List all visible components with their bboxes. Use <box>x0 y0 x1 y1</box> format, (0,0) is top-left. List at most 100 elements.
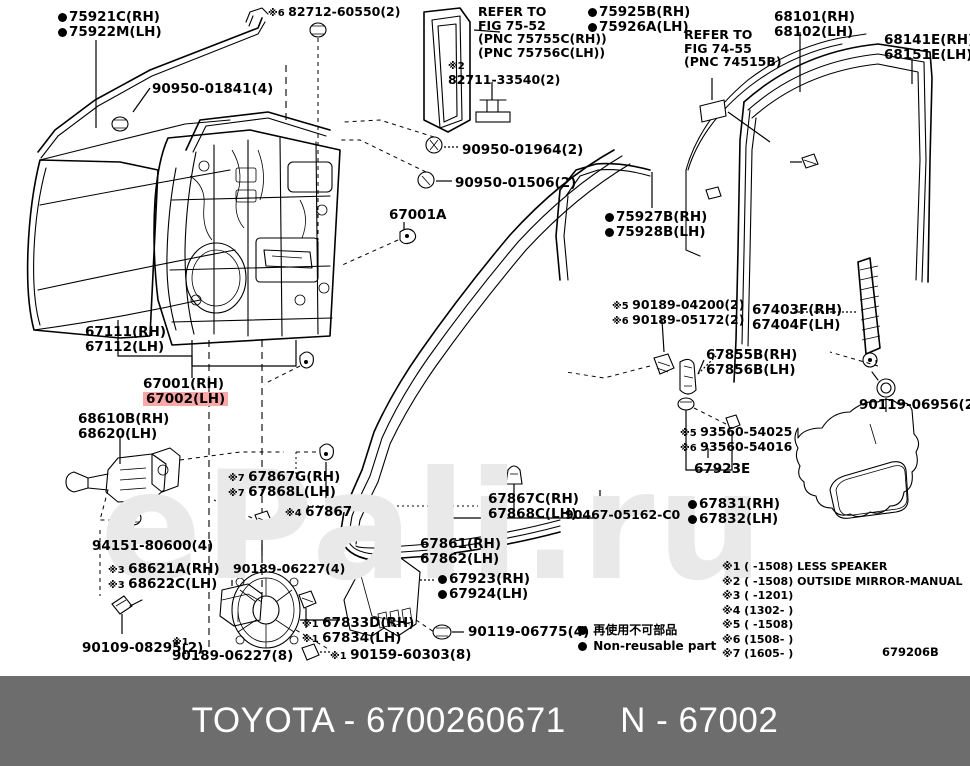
part-number-label: 67833D(RH) <box>322 615 415 631</box>
part-callout-c67923E: 67923E <box>694 462 750 477</box>
footnote-item: ※5 ( -1508) <box>722 618 794 632</box>
footnote-marker: ※4 <box>285 508 306 519</box>
part-callout-c68141: 68141E(RH)68151E(LH) <box>884 33 970 62</box>
callout-line: ※2 <box>448 58 560 73</box>
non-reusable-bullet-icon <box>688 500 697 509</box>
part-93560-screw-b <box>725 414 741 430</box>
part-75927-belt-moulding <box>555 162 651 281</box>
highlighted-part-label: 67002(LH) <box>143 391 229 407</box>
footnote-marker: ※3 <box>108 565 129 576</box>
non-reusable-bullet-icon <box>588 8 597 17</box>
part-number-label: 67831(RH) <box>699 496 780 512</box>
part-number-label: 90950-01506(2) <box>455 175 577 191</box>
callout-line: 90950-01506(2) <box>455 176 576 191</box>
part-number-label: 67868C(LH) <box>488 505 578 522</box>
non-reusable-bullet-icon <box>58 27 67 37</box>
part-number-label: 67923(RH) <box>449 571 530 587</box>
part-90950-01964-clip <box>425 136 443 154</box>
part-90950-01841-clip <box>111 116 129 132</box>
part-number-label: 68102(LH) <box>774 23 854 40</box>
part-67111-door-outer-panel <box>26 119 236 339</box>
callout-line: 90189-06227(8) <box>172 649 293 664</box>
footnote-marker: ※5 <box>612 301 633 312</box>
callout-line: 68151E(LH) <box>884 46 970 63</box>
part-number-label: REFER TO <box>478 4 547 19</box>
part-number-label: 90950-01964(2) <box>462 142 584 158</box>
part-callout-c82712: ※6 82712-60550(2) <box>268 5 400 20</box>
footnote-item: ※4 (1302- ) <box>722 603 794 617</box>
callout-line: 67856B(LH) <box>706 362 797 378</box>
part-number-label: 67867 <box>305 504 353 520</box>
part-67867-clip-b <box>319 443 334 461</box>
part-82712-clip <box>309 22 327 38</box>
callout-line: 67403F(RH) <box>752 303 842 318</box>
part-number-label: 90189-06227(4) <box>233 561 346 576</box>
callout-line: 75926A(LH) <box>588 18 690 35</box>
part-number-label: 82711-33540(2) <box>448 71 561 87</box>
callout-line: (PNC 75756C(LH)) <box>478 44 607 60</box>
part-callout-c67001: 67001(RH)67002(LH) <box>143 377 229 407</box>
legend-japanese: 再使用不可部品 <box>578 622 716 638</box>
callout-line: FIG 75-52 <box>478 17 607 33</box>
part-separator: - <box>656 701 669 740</box>
callout-line: 67861(RH) <box>420 537 501 552</box>
part-number-label: 90189-06227(8) <box>172 647 294 664</box>
part-number-label: 67112(LH) <box>85 338 165 355</box>
footnote-item: ※7 (1605- ) <box>722 647 794 661</box>
part-number-label: (PNC 74515B) <box>684 54 782 69</box>
part-90159-60303-screw <box>301 643 320 661</box>
callout-line: 67831(RH) <box>688 497 780 512</box>
part-number-label: 67111(RH) <box>85 324 166 340</box>
callout-line: 67111(RH) <box>85 325 166 340</box>
part-67001-door-panel-assembly <box>153 111 341 346</box>
part-number-label: 67855B(RH) <box>706 347 798 363</box>
part-number-label: 67832(LH) <box>699 510 779 527</box>
part-number-label: (PNC 75756C(LH)) <box>478 44 606 60</box>
callout-line: ※7 67867G(RH) <box>228 470 340 485</box>
part-number-label: FIG 74-55 <box>684 40 752 56</box>
part-callout-c90950_01964: 90950-01964(2) <box>462 143 583 158</box>
part-67831-service-hole-cover <box>794 398 920 519</box>
part-callout-c90159: ※1 90159-60303(8) <box>330 648 471 663</box>
part-number-label: 67834(LH) <box>322 629 402 646</box>
figure-number: 679206B <box>882 645 939 659</box>
part-68101-door-glass <box>685 33 867 257</box>
callout-line: ※1 90159-60303(8) <box>330 648 471 663</box>
part-number-label: FIG 75-52 <box>478 17 546 33</box>
callout-line: 94151-80600(4) <box>92 539 213 554</box>
part-callout-c67111: 67111(RH)67112(LH) <box>85 325 166 354</box>
non-reusable-bullet-icon <box>605 227 614 237</box>
callout-line: 67112(LH) <box>85 338 166 355</box>
non-reusable-bullet-icon <box>588 22 597 32</box>
part-callout-c90950_01506: 90950-01506(2) <box>455 176 576 191</box>
part-number-label: 68101(RH) <box>774 9 855 25</box>
part-number-label: 75926A(LH) <box>599 18 689 35</box>
footnote-item: ※2 ( -1508) OUTSIDE MIRROR-MANUAL <box>722 574 963 588</box>
part-number-label: 67001A <box>389 207 447 223</box>
part-number-label: 90109-08295(2) <box>82 640 204 656</box>
part-number-label: 90950-01841(4) <box>152 81 274 97</box>
part-number-label: 75928B(LH) <box>616 223 706 240</box>
part-number-label: 90119-06956(2) <box>859 397 970 413</box>
part-callout-c90467: 90467-05162-C0 <box>565 508 680 522</box>
part-number-label: 75925B(RH) <box>599 4 691 20</box>
part-number-label: 67923E <box>694 461 751 477</box>
callout-line: 67867C(RH) <box>488 492 579 507</box>
part-number-label: 90159-60303(8) <box>350 647 472 663</box>
callout-line: 75925B(RH) <box>588 5 690 20</box>
legend-bullet-icon <box>578 626 587 635</box>
part-number-label: 68151E(LH) <box>884 46 970 63</box>
part-number-label: 67861(RH) <box>420 536 501 552</box>
callout-line: FIG 74-55 <box>684 40 782 56</box>
callout-line: 67404F(LH) <box>752 317 842 333</box>
technical-line-art: .ln{fill:none;stroke:#000;stroke-width:1… <box>26 7 933 661</box>
footnote-list: ※1 ( -1508) LESS SPEAKER※2 ( -1508) OUTS… <box>722 560 963 662</box>
callout-line: 67001A <box>389 208 446 223</box>
part-number-label: 68622C(LH) <box>128 575 218 592</box>
callout-line: 90950-01964(2) <box>462 143 583 158</box>
callout-line: ※3 68621A(RH) <box>108 562 220 577</box>
diagram-canvas: ePali.ru .ln{fill:none;stroke:#000;strok… <box>26 4 970 664</box>
part-90189-06227-screw-4 <box>254 510 273 529</box>
callout-line: REFER TO <box>478 5 607 19</box>
